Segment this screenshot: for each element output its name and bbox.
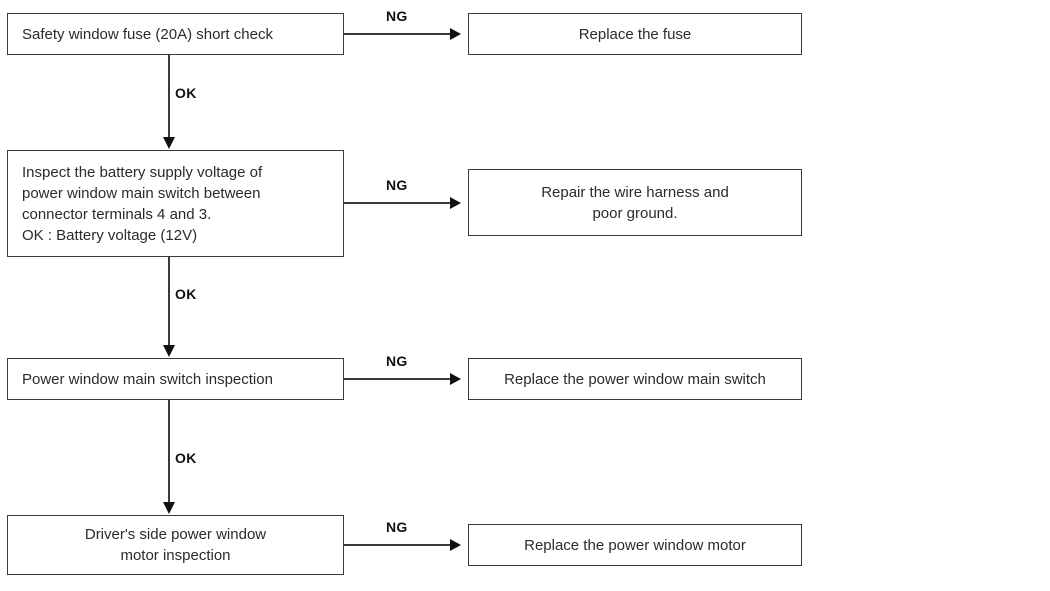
ok-edge-label-2: OK: [175, 286, 197, 302]
check-node-label: Inspect the battery supply voltage of po…: [22, 163, 263, 244]
check-node-safety-window-fuse[interactable]: Safety window fuse (20A) short check: [7, 13, 344, 55]
ok-arrowhead-3: [163, 502, 175, 514]
ok-arrowhead-1: [163, 137, 175, 149]
ng-arrowhead-3: [450, 373, 461, 385]
ng-edge-label-3: NG: [386, 353, 408, 369]
ng-arrowhead-1: [450, 28, 461, 40]
check-node-label: Safety window fuse (20A) short check: [22, 25, 273, 43]
check-node-driver-side-motor-inspection[interactable]: Driver's side power window motor inspect…: [7, 515, 344, 575]
ok-edge-label-1: OK: [175, 85, 197, 101]
action-node-replace-main-switch[interactable]: Replace the power window main switch: [468, 358, 802, 400]
ng-edge-label-4: NG: [386, 519, 408, 535]
ng-connector-line-1: [344, 33, 452, 35]
action-node-replace-power-window-motor[interactable]: Replace the power window motor: [468, 524, 802, 566]
ok-connector-line-1: [168, 55, 170, 139]
action-node-label: Replace the fuse: [578, 25, 692, 43]
ng-connector-line-3: [344, 378, 452, 380]
action-node-label: Replace the power window motor: [524, 536, 746, 554]
ok-arrowhead-2: [163, 345, 175, 357]
ok-connector-line-3: [168, 400, 170, 504]
check-node-main-switch-inspection[interactable]: Power window main switch inspection: [7, 358, 344, 400]
ng-connector-line-4: [344, 544, 452, 546]
ok-connector-line-2: [168, 257, 170, 347]
ng-arrowhead-4: [450, 539, 461, 551]
action-node-label: Repair the wire harness and poor ground.: [541, 183, 729, 222]
check-node-label: Power window main switch inspection: [22, 370, 273, 388]
check-node-label: Driver's side power window motor inspect…: [84, 526, 267, 564]
action-node-replace-fuse[interactable]: Replace the fuse: [468, 13, 802, 55]
ng-arrowhead-2: [450, 197, 461, 209]
check-node-battery-supply-voltage[interactable]: Inspect the battery supply voltage of po…: [7, 150, 344, 257]
action-node-repair-wire-harness[interactable]: Repair the wire harness and poor ground.: [468, 169, 802, 236]
ng-connector-line-2: [344, 202, 452, 204]
action-node-label: Replace the power window main switch: [504, 370, 766, 388]
ng-edge-label-1: NG: [386, 8, 408, 24]
ok-edge-label-3: OK: [175, 450, 197, 466]
ng-edge-label-2: NG: [386, 177, 408, 193]
